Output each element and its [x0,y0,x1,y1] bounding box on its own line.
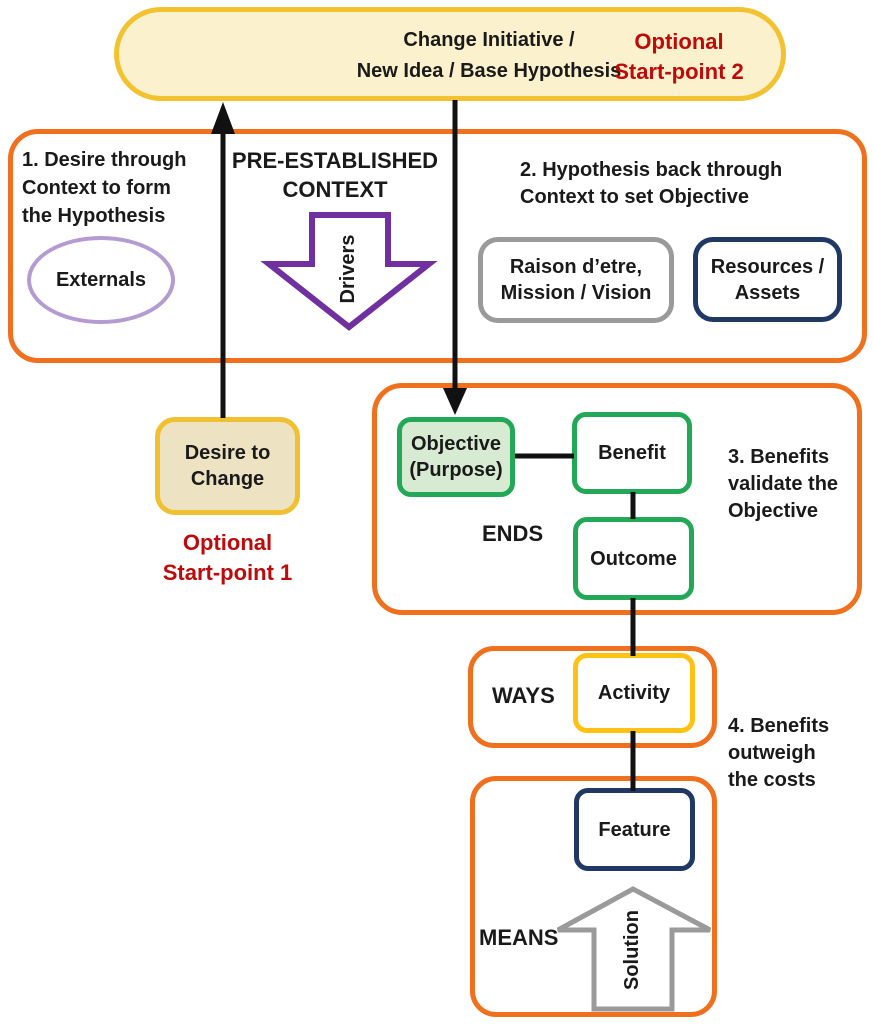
drivers-label: Drivers [337,234,359,304]
ends-frame [372,383,862,615]
optional-start-point-2-label: Optional Start-point 2 [614,29,744,84]
context-frame [8,129,867,363]
solution-up-arrow-shape [556,886,712,1012]
objective-box: Objective (Purpose) [397,417,515,497]
step3-text: 3. Benefits validate the Objective [728,446,839,522]
means-label: MEANS [479,925,559,950]
benefit-box: Benefit [572,412,692,494]
ways-frame [468,646,717,748]
drivers-down-arrow [260,212,438,331]
outcome-box: Outcome [573,517,694,600]
feature-box: Feature [574,788,695,871]
ends-label: ENDS [482,521,544,546]
step1-text: 1. Desire through Context to form the Hy… [22,149,187,227]
solution-up-arrow [556,886,712,1012]
optional-start-point-1-label: Optional Start-point 1 [162,530,293,585]
pre-established-context-heading: PRE-ESTABLISHED CONTEXT [231,148,439,202]
ways-label: WAYS [492,683,555,708]
externals-ellipse: Externals [27,236,175,324]
desire-to-change-box: Desire to Change [155,417,300,515]
activity-box: Activity [573,653,695,733]
resources-assets-box: Resources / Assets [693,237,842,322]
externals-label: Externals [55,268,147,291]
step4-text: 4. Benefits outweigh the costs [728,715,830,791]
means-frame [470,776,717,1017]
raison-detre-box: Raison d’etre, Mission / Vision [478,237,674,323]
change-initiative-pill: Change Initiative / New Idea / Base Hypo… [114,7,786,101]
solution-label: Solution [621,910,643,990]
change-initiative-label: Change Initiative / New Idea / Base Hypo… [356,29,622,82]
step2-text: 2. Hypothesis back through Context to se… [520,159,783,208]
drivers-down-arrow-shape [260,212,438,331]
